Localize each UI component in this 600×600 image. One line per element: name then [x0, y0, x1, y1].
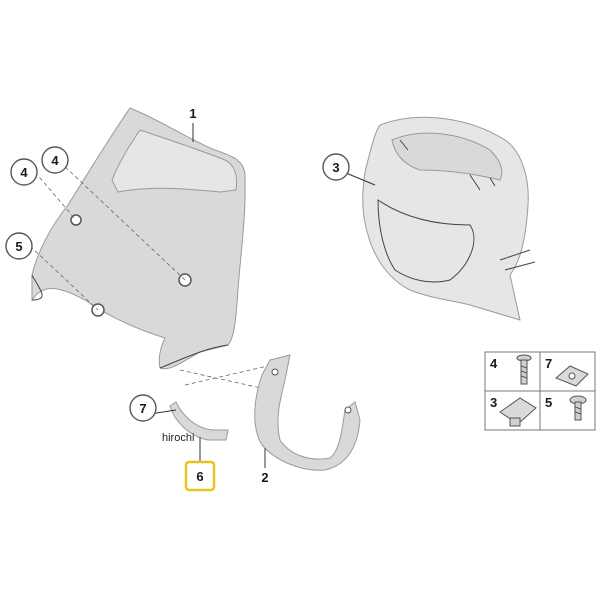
svg-text:1: 1 — [189, 106, 196, 121]
svg-text:4: 4 — [20, 165, 28, 180]
callout-2: 2 — [261, 470, 268, 485]
part-1-windshield — [31, 107, 246, 370]
svg-text:3: 3 — [332, 160, 339, 175]
callout-4a: 4 — [10, 158, 38, 186]
part-3-fairing — [362, 116, 536, 321]
parts-legend-table: 4 7 3 5 — [484, 351, 596, 431]
svg-text:5: 5 — [545, 395, 552, 410]
callout-5: 5 — [5, 232, 33, 260]
watermark-text: hirochi — [162, 432, 194, 444]
svg-text:2: 2 — [261, 470, 268, 485]
clip-nut-icon — [555, 365, 589, 387]
hex-bolt-icon — [569, 395, 587, 421]
callout-7: 7 — [129, 394, 157, 422]
legend-cell-3: 3 — [490, 395, 537, 427]
callout-6: 6 — [184, 460, 216, 492]
svg-text:4: 4 — [490, 356, 498, 371]
callout-1: 1 — [189, 106, 196, 121]
screw-icon — [516, 354, 532, 385]
svg-text:7: 7 — [545, 356, 552, 371]
legend-cell-5: 5 — [545, 395, 587, 421]
svg-text:3: 3 — [490, 395, 497, 410]
svg-text:5: 5 — [15, 239, 22, 254]
svg-text:6: 6 — [196, 469, 203, 484]
svg-text:7: 7 — [139, 401, 146, 416]
legend-cell-7: 7 — [545, 356, 589, 387]
callout-4b: 4 — [41, 146, 69, 174]
part-2-bracket — [254, 354, 361, 471]
svg-text:4: 4 — [51, 153, 59, 168]
part-6-strip — [169, 401, 229, 441]
bracket-clip-icon — [499, 397, 537, 427]
legend-cell-4: 4 — [490, 354, 532, 385]
callout-3: 3 — [322, 153, 350, 181]
